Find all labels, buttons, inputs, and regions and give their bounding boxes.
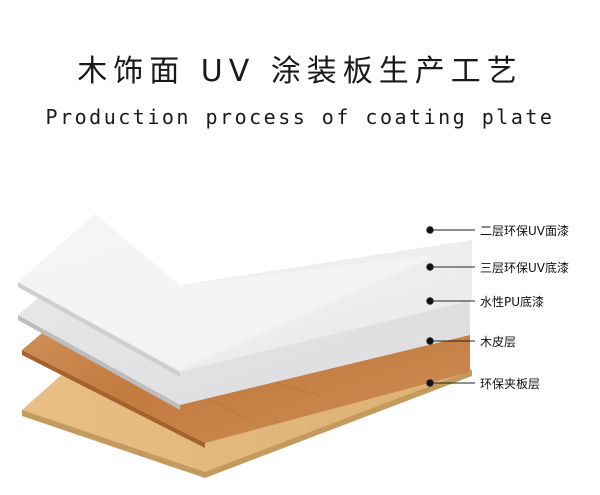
- page-title: 木饰面 UV 涂装板生产工艺: [77, 54, 523, 89]
- leader-lines: [426, 226, 475, 387]
- leader-dot: [426, 337, 434, 345]
- leader-dot: [426, 297, 434, 305]
- page-subtitle: Production process of coating plate: [45, 105, 555, 129]
- layer-label-pu-primer: 水性PU底漆: [480, 295, 545, 309]
- layer-label-topcoat: 二层环保UV面漆: [480, 224, 569, 238]
- leader-dot: [426, 263, 434, 271]
- layer-label-plywood: 环保夹板层: [480, 377, 541, 391]
- layer-uv-topcoat: [18, 214, 440, 370]
- layer-label-uv-primer: 三层环保UV底漆: [480, 261, 569, 275]
- leader-dot: [426, 226, 434, 234]
- layer-label-veneer: 木皮层: [480, 335, 517, 349]
- leader-dot: [426, 379, 434, 387]
